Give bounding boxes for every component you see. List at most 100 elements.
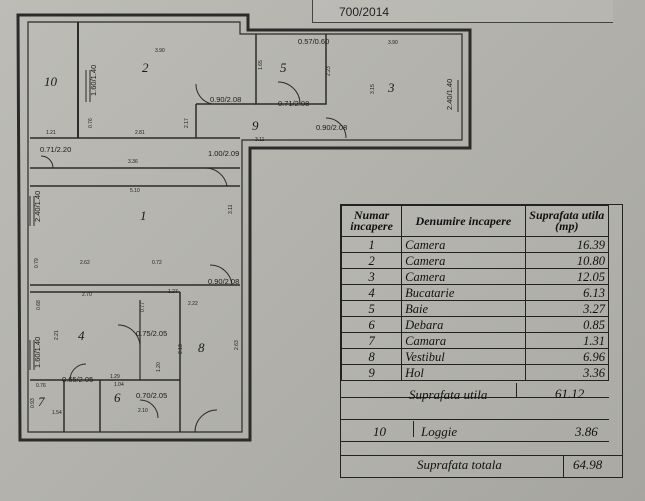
windows (29, 70, 463, 370)
dimension: 0.93 (30, 398, 36, 408)
room-area: 3.36 (524, 364, 610, 381)
table-row: 1 Camera 16.39 (340, 236, 610, 253)
room-label-8: 8 (198, 340, 205, 355)
window-dim: 1.60/1.40 (33, 337, 42, 368)
room-area: 12.05 (524, 268, 610, 285)
window-dim: 2.40/1.40 (33, 191, 42, 222)
room-label-4: 4 (78, 328, 85, 343)
door-dim: 0.57/0.60 (298, 37, 329, 46)
door-dim: 0.70/2.05 (136, 391, 167, 400)
total-area-label: Suprafata totala (417, 457, 502, 472)
stamp-number: 700/2014 (339, 5, 390, 19)
room-label-1: 1 (140, 208, 147, 223)
divider (516, 383, 517, 398)
dimension: 2.62 (80, 260, 90, 266)
area-table: Numar incapere Denumire incapere Suprafa… (340, 204, 623, 478)
dimension: 0.77 (140, 302, 146, 312)
room-numbers: 1 2 3 4 5 6 7 8 9 10 (38, 60, 395, 409)
room-number: 7 (340, 332, 403, 349)
table-row: 9 Hol 3.36 (340, 364, 610, 381)
dimension: 3.15 (370, 84, 376, 94)
door-dim: 0.90/2.08 (316, 123, 347, 132)
cadastral-stamp: 700/2014 (312, 0, 613, 23)
door-dim: 0.90/2.08 (208, 277, 239, 286)
door-dim: 0.71/2.08 (278, 99, 309, 108)
dimension: 2.81 (135, 130, 145, 136)
window-dim: 1.60/1.40 (89, 65, 98, 96)
room-name: Camera (401, 236, 526, 253)
table-row: 5 Baie 3.27 (340, 300, 610, 317)
dimension: 0.79 (34, 258, 40, 268)
room-area: 16.39 (524, 236, 610, 253)
room-dimensions: 3.90 3.90 2.81 1.21 3.11 3.36 5.10 2.62 … (30, 40, 398, 416)
dimension: 1.04 (114, 382, 124, 388)
room-number: 6 (340, 316, 403, 333)
header-room-name: Denumire incapere (401, 205, 526, 237)
room-area-table: Numar incapere Denumire incapere Suprafa… (340, 205, 610, 381)
dimension: 1.21 (46, 130, 56, 136)
door-dim: 0.75/2.05 (136, 329, 167, 338)
walls (16, 13, 472, 442)
table-header-row: Numar incapere Denumire incapere Suprafa… (340, 205, 610, 237)
room-number: 9 (340, 364, 403, 381)
divider (413, 421, 414, 437)
door-arcs (40, 81, 347, 433)
room-name: Bucatarie (401, 284, 526, 301)
room-number: 2 (340, 252, 403, 269)
dimension: 2.23 (326, 66, 332, 76)
useful-area-label: Suprafata utila (409, 387, 488, 402)
room-number: 5 (340, 300, 403, 317)
dimension: 0.68 (36, 300, 42, 310)
dimension: 5.10 (130, 188, 140, 194)
room-number: 3 (340, 268, 403, 285)
dimension: 2.63 (234, 340, 240, 350)
header-room-number: Numar incapere (340, 205, 403, 237)
table-row: 7 Camara 1.31 (340, 332, 610, 349)
room-label-9: 9 (252, 118, 259, 133)
dimension: 1.54 (52, 410, 62, 416)
dimension: 3.11 (228, 204, 234, 214)
room-name: Vestibul (401, 348, 526, 365)
dimension: 0.76 (88, 118, 94, 128)
table-row: 4 Bucatarie 6.13 (340, 284, 610, 301)
loggia-number: 10 (373, 424, 386, 439)
divider (341, 419, 609, 420)
room-name: Baie (401, 300, 526, 317)
dimension: 1.29 (110, 374, 120, 380)
dimension: 0.76 (36, 383, 46, 389)
room-number: 8 (340, 348, 403, 365)
door-dim: 0.65/2.05 (62, 375, 93, 384)
door-dim: 1.00/2.09 (208, 149, 239, 158)
room-label-5: 5 (280, 60, 287, 75)
dimension: 1.27 (168, 289, 178, 295)
loggia-name: Loggie (421, 424, 458, 439)
divider (341, 441, 609, 442)
useful-area-value: 61.12 (555, 386, 585, 401)
room-area: 10.80 (524, 252, 610, 269)
dimension: 2.10 (138, 408, 148, 414)
table-row: 2 Camera 10.80 (340, 252, 610, 269)
room-name: Hol (401, 364, 526, 381)
door-dim: 0.90/2.08 (210, 95, 241, 104)
room-area: 0.85 (524, 316, 610, 333)
dimension: 0.72 (152, 260, 162, 266)
dimension: 2.21 (54, 330, 60, 340)
room-name: Camara (401, 332, 526, 349)
dimension: 3.36 (128, 159, 138, 165)
divider (563, 455, 564, 477)
room-area: 6.13 (524, 284, 610, 301)
window-dimensions: 1.60/1.40 2.40/1.40 2.40/1.40 1.60/1.40 (33, 65, 454, 368)
room-area: 6.96 (524, 348, 610, 365)
dimension: 2.22 (188, 301, 198, 307)
dimension: 3.11 (255, 137, 265, 143)
divider (341, 455, 622, 456)
table-row: 3 Camera 12.05 (340, 268, 610, 285)
room-number: 1 (340, 236, 403, 253)
dimension: 2.70 (82, 292, 92, 298)
window-dim: 2.40/1.40 (445, 79, 454, 110)
room-label-7: 7 (38, 394, 45, 409)
room-label-2: 2 (142, 60, 149, 75)
room-area: 3.27 (524, 300, 610, 317)
loggia-area: 3.86 (575, 424, 598, 439)
table-row: 8 Vestibul 6.96 (340, 348, 610, 365)
